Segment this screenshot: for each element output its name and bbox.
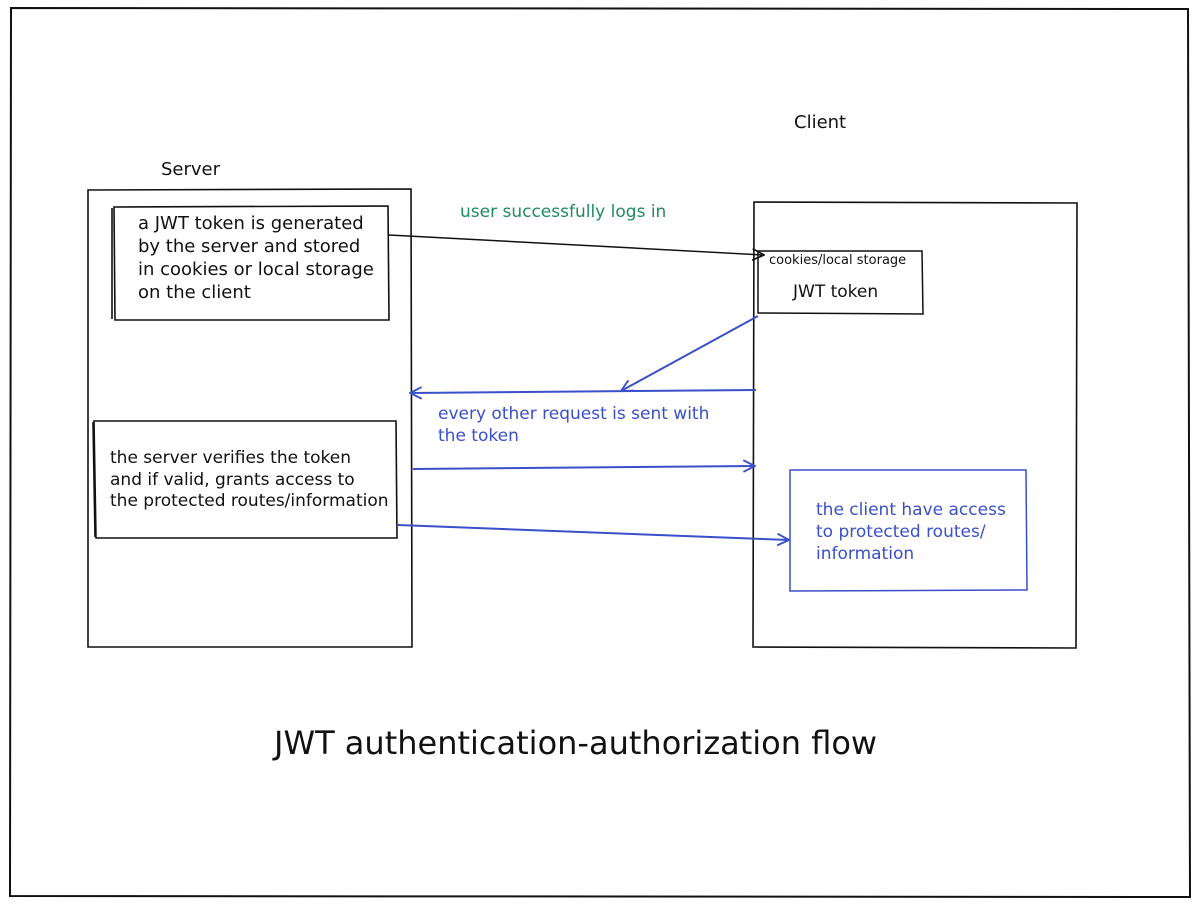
token-generated-box [111,205,390,321]
storage-box [757,250,924,315]
grant-access-arrow [397,524,789,540]
token-to-request-arrow [621,315,759,391]
outer-frame [8,6,1192,899]
server-label: Server [161,159,221,180]
token-generated-text: a JWT token is generated by the server a… [138,213,374,303]
login-edge-label: user successfully logs in [460,202,667,222]
request-edge-label: every other request is sent with the tok… [438,404,710,446]
server-verifies-box [92,420,398,539]
request-arrow [410,390,757,393]
client-access-text: the client have access to protected rout… [816,500,1006,564]
response-arrow [412,466,755,469]
login-arrow [388,234,764,255]
server-container [87,188,413,648]
server-verifies-text: the server verifies the token and if val… [110,448,389,511]
storage-title: cookies/local storage [769,253,907,268]
client-access-box [789,469,1028,592]
client-container [752,201,1078,649]
jwt-token-label: JWT token [793,282,879,302]
diagram-title: JWT authentication-authorization flow [274,724,878,762]
client-label: Client [794,112,847,133]
